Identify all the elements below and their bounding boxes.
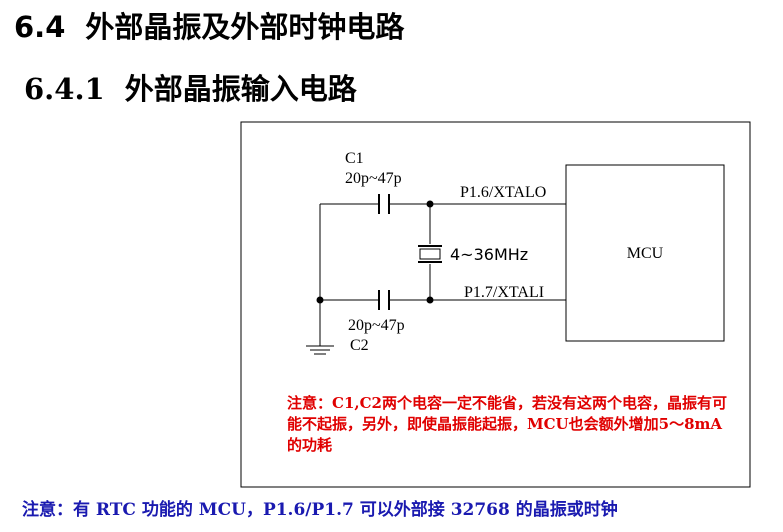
subsection-number: 6.4.1 (24, 72, 105, 106)
subsection-title: 外部晶振输入电路 (124, 72, 357, 106)
c2-value-label: 20p~47p (348, 317, 405, 334)
c2-name-label: C2 (350, 337, 369, 354)
pin-xtalo-label: P1.6/XTALO (460, 184, 546, 201)
capacitor-warning-note: 注意：C1,C2两个电容一定不能省，若没有这两个电容，晶振有可能不起振，另外，即… (287, 394, 727, 454)
junction-dot (426, 200, 434, 208)
crystal-frequency-label: 4~36MHz (450, 245, 528, 264)
section-number: 6.4 (14, 10, 66, 44)
mcu-block (565, 164, 725, 342)
pin-xtali-label: P1.7/XTALI (464, 284, 544, 301)
c1-value-label: 20p~47p (345, 170, 402, 187)
mcu-label: MCU (627, 245, 664, 262)
crystal-icon (419, 248, 441, 260)
c1-name-label: C1 (345, 150, 364, 167)
subsection-heading: 6.4.1 外部晶振输入电路 (24, 66, 357, 108)
rtc-footer-note: 注意：有 RTC 功能的 MCU，P1.6/P1.7 可以外部接 32768 的… (22, 500, 618, 520)
diagram-frame (240, 121, 751, 488)
junction-dot (316, 296, 324, 304)
section-heading: 6.4 外部晶振及外部时钟电路 (14, 4, 404, 46)
junction-dot (426, 296, 434, 304)
section-title: 外部晶振及外部时钟电路 (85, 10, 405, 44)
